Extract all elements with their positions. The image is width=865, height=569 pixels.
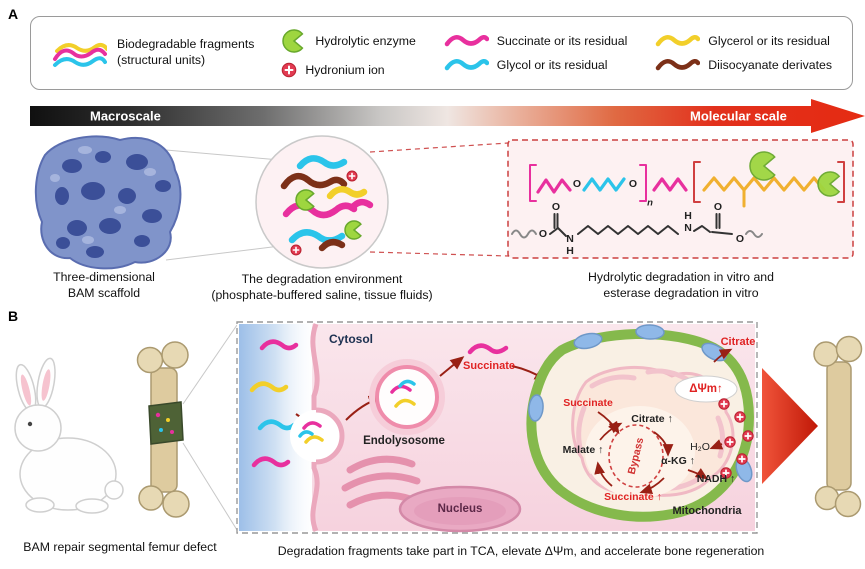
legend-glycol-label: Glycol or its residual <box>496 58 608 72</box>
citrate-up-label: Citrate ↑ <box>631 413 673 425</box>
atom-h: H <box>684 210 692 222</box>
atom-o: O <box>572 178 582 190</box>
hydrolytic-enzyme-icon <box>281 28 307 54</box>
hydronium-ion-icon <box>281 62 297 78</box>
nucleus-label: Nucleus <box>437 503 483 515</box>
enzyme-icon <box>295 189 315 211</box>
femur-defect-caption: BAM repair segmental femur defect <box>23 540 217 554</box>
panel-b-label: B <box>8 308 19 324</box>
glycol-squiggle-icon <box>443 57 489 73</box>
zoom-cone-lines <box>165 149 281 261</box>
cell-diagram <box>236 321 758 534</box>
subscript-n: n <box>647 197 653 209</box>
legend-item-diisocyanate: Diisocyanate derivates <box>654 57 832 73</box>
akg-up-label: α-KG ↑ <box>661 455 695 467</box>
legend-glycerol-label: Glycerol or its residual <box>708 34 830 48</box>
dashed-zoom-lines <box>369 142 509 257</box>
legend-item-enzyme: Hydrolytic enzyme <box>281 28 416 54</box>
femur-healed-illustration <box>813 335 863 518</box>
atom-o: O <box>735 233 745 245</box>
femur-defect-illustration <box>136 324 238 531</box>
succinate-up-label: Succinate ↑ <box>604 491 662 503</box>
enzyme-icon <box>817 171 841 197</box>
degradation-caption-line1: Hydrolytic degradation in vitro and <box>588 270 774 284</box>
legend-item-glycol: Glycol or its residual <box>443 57 628 73</box>
diisocyanate-squiggle-icon <box>654 57 701 73</box>
mitochondria-label: Mitochondria <box>672 505 742 517</box>
atom-h: H <box>566 245 574 257</box>
scaffold-caption: Three-dimensional BAM scaffold <box>53 270 155 302</box>
atom-n: N <box>684 222 692 234</box>
atom-o: O <box>538 228 548 240</box>
delta-psi-oval <box>674 375 738 403</box>
h2o-label: H₂O <box>690 441 710 453</box>
mitochondria-illustration <box>526 324 754 522</box>
environment-caption: The degradation environment (phosphate-b… <box>211 272 432 304</box>
legend-fragments-line1: Biodegradable fragments <box>117 37 255 52</box>
degradation-environment-illustration <box>255 135 389 269</box>
legend-hydronium-label: Hydronium ion <box>305 63 385 77</box>
nucleus-illustration <box>398 485 522 533</box>
pit-fragments <box>298 421 324 444</box>
legend-succinate-label: Succinate or its residual <box>496 34 628 48</box>
hydronium-icon <box>290 244 302 256</box>
atom-o: O <box>551 201 561 213</box>
enzyme-icon <box>749 151 776 181</box>
hydronium-ions <box>718 398 754 479</box>
environment-caption-line2: (phosphate-buffered saline, tissue fluid… <box>211 287 433 302</box>
succinate-squiggle-icon <box>443 33 489 49</box>
molecular-scale-label: Molecular scale <box>690 108 787 124</box>
legend-item-hydronium: Hydronium ion <box>281 62 415 78</box>
result-arrow <box>762 368 818 484</box>
legend-item-glycerol: Glycerol or its residual <box>654 33 832 49</box>
succinate-fragment <box>467 343 509 355</box>
legend-enzyme-label: Hydrolytic enzyme <box>315 34 416 48</box>
degradation-caption: Hydrolytic degradation in vitro and este… <box>588 270 774 302</box>
citrate-export-label: Citrate <box>720 336 756 348</box>
succinate-free-label: Succinate <box>463 360 515 372</box>
legend-diisocyanate-label: Diisocyanate derivates <box>708 58 832 72</box>
endolysosome-illustration <box>369 359 445 435</box>
macroscale-label: Macroscale <box>90 108 161 124</box>
delta-psi-label: ΔΨm↑ <box>689 383 723 395</box>
legend-fragments-line2: (structural units) <box>117 53 206 67</box>
glycerol-squiggle-icon <box>654 33 701 49</box>
scaffold-caption-line2: BAM scaffold <box>67 285 141 300</box>
atom-o: O <box>713 201 723 213</box>
cytosol-label: Cytosol <box>328 332 374 346</box>
legend-item-fragments: Biodegradable fragments (structural unit… <box>51 37 254 69</box>
enzyme-icon <box>344 220 362 240</box>
hydronium-icon <box>346 170 358 182</box>
scaffold-caption-line1: Three-dimensional <box>53 270 155 284</box>
fragments-tangle-icon <box>51 38 107 68</box>
atom-n: N <box>566 233 574 245</box>
entering-fragments <box>249 339 299 468</box>
nadh-up-label: NADH ↑ <box>696 473 736 485</box>
bam-scaffold-illustration <box>34 135 182 270</box>
malate-up-label: Malate ↑ <box>562 444 604 456</box>
environment-caption-line1: The degradation environment <box>241 272 403 286</box>
legend-box: Biodegradable fragments (structural unit… <box>30 16 853 90</box>
rabbit-illustration <box>14 357 124 514</box>
atom-o: O <box>628 178 638 190</box>
panel-a-label: A <box>8 6 19 22</box>
endolysosome-label: Endolysosome <box>363 435 445 447</box>
succinate-membrane-label: Succinate <box>563 397 613 409</box>
tca-caption: Degradation fragments take part in TCA, … <box>277 544 765 558</box>
chemical-structure-box <box>507 139 854 259</box>
degradation-caption-line2: esterase degradation in vitro <box>603 285 759 300</box>
legend-item-succinate: Succinate or its residual <box>443 33 628 49</box>
